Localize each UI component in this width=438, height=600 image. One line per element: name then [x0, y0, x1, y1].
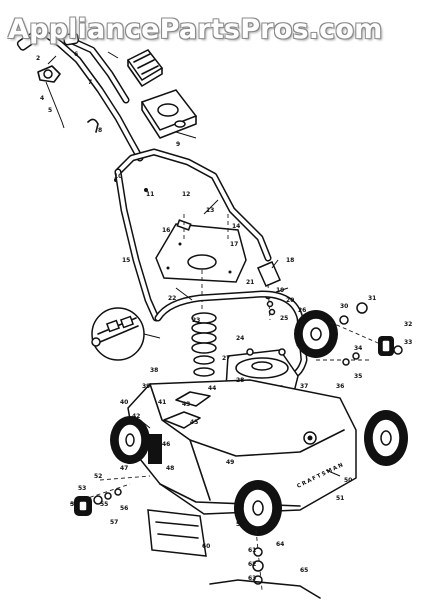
part-label: 60 [202, 543, 210, 550]
wheel-rear-left [110, 416, 150, 464]
wheel-front-left [234, 480, 282, 536]
part-label: 2 [36, 55, 40, 62]
hub-parts-left [69, 475, 151, 516]
part-label: 12 [182, 191, 190, 198]
part-label: 33 [404, 339, 412, 346]
part-label: 34 [354, 345, 362, 352]
part-label: 49 [226, 459, 234, 466]
part-label: 8 [98, 127, 102, 134]
part-label: 35 [354, 373, 362, 380]
wheel-rear-right [294, 310, 338, 358]
part-label: 5 [48, 107, 52, 114]
upper-handle [16, 26, 144, 162]
deck-flap [147, 509, 207, 557]
part-label: 26 [298, 307, 306, 314]
part-label: 10 [114, 173, 122, 180]
part-label: 40 [120, 399, 128, 406]
part-label: 23 [192, 317, 200, 324]
part-label: 55 [100, 501, 108, 508]
part-label: 53 [78, 485, 86, 492]
part-label: 37 [300, 383, 308, 390]
part-label: 50 [344, 477, 352, 484]
part-label: 18 [286, 257, 294, 264]
part-label: 24 [236, 335, 244, 342]
part-label: 42 [132, 413, 140, 420]
part-label: 61 [248, 547, 256, 554]
switch-box [126, 49, 164, 87]
part-label: 43 [182, 401, 190, 408]
spring-stack [191, 312, 217, 377]
part-label: 36 [336, 383, 344, 390]
part-label: 25 [280, 315, 288, 322]
part-label: 32 [404, 321, 412, 328]
part-label: 13 [206, 207, 214, 214]
part-label: 54 [70, 501, 78, 508]
part-label: 39 [142, 383, 150, 390]
part-label: 15 [122, 257, 130, 264]
part-label: 20 [286, 297, 294, 304]
inset-bolt-detail [91, 307, 161, 361]
part-label: 65 [300, 567, 308, 574]
part-label: 28 [236, 377, 244, 384]
part-label: 17 [230, 241, 238, 248]
part-label: 29 [296, 341, 304, 348]
part-label: 14 [232, 223, 240, 230]
part-label: 46 [162, 441, 170, 448]
part-label: 21 [246, 279, 254, 286]
part-label: 58 [236, 503, 244, 510]
part-label: 38 [150, 367, 158, 374]
part-label: 51 [336, 495, 344, 502]
hub-parts-right [316, 302, 403, 366]
part-label: 7 [88, 79, 92, 86]
lower-handle [114, 148, 272, 322]
part-label: 4 [40, 95, 44, 102]
top-plate [155, 214, 247, 310]
watermark-logo: AppliancePartsPros.com [8, 14, 383, 45]
part-label: 47 [120, 465, 128, 472]
leader-lines [47, 51, 341, 477]
part-label: 30 [340, 303, 348, 310]
part-label: 6 [74, 51, 78, 58]
part-label: 45 [190, 419, 198, 426]
part-label: 31 [368, 295, 376, 302]
wheel-front-right [364, 410, 408, 466]
mower-frame [154, 290, 308, 382]
part-label: 22 [168, 295, 176, 302]
part-label: 52 [94, 473, 102, 480]
part-label: 44 [208, 385, 216, 392]
part-label: 48 [166, 465, 174, 472]
axle-parts [209, 529, 321, 599]
part-label: 19 [276, 287, 284, 294]
part-label: 59 [236, 521, 244, 528]
part-label: 9 [176, 141, 180, 148]
part-label: 27 [222, 355, 230, 362]
part-label: 57 [110, 519, 118, 526]
part-label: 62 [248, 561, 256, 568]
part-label: 63 [248, 575, 256, 582]
motor-housing-top [140, 89, 198, 139]
part-label: 64 [276, 541, 284, 548]
part-label: 41 [158, 399, 166, 406]
part-label: 56 [120, 505, 128, 512]
mower-deck: CRAFTSMAN [127, 379, 357, 515]
part-label: 11 [146, 191, 154, 198]
part-label: 16 [162, 227, 170, 234]
